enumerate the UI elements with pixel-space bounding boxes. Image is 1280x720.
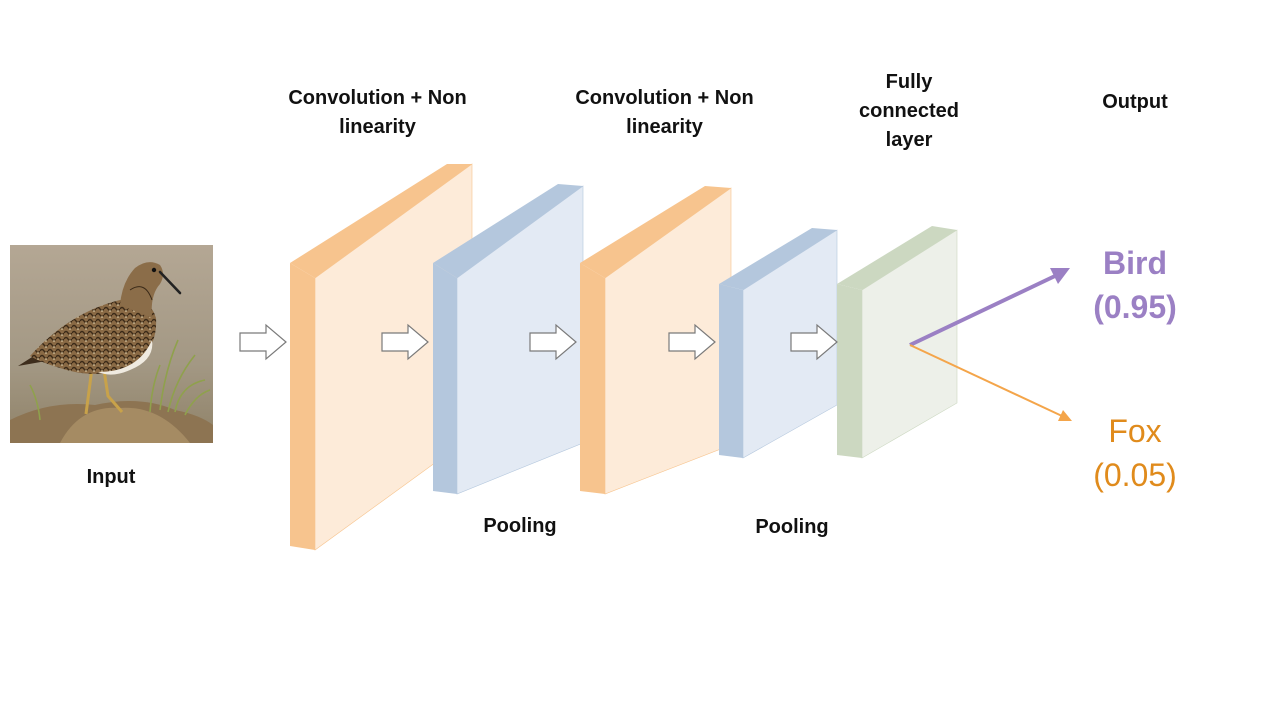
flow-arrow-1 (239, 323, 287, 361)
pool2-label: Pooling (755, 516, 829, 538)
pool-layer-1 (433, 184, 584, 495)
flow-arrow-3 (529, 323, 577, 361)
fox-output-arrow (909, 344, 1072, 421)
flow-arrow-4 (668, 323, 716, 361)
fc-layer (837, 226, 958, 459)
bird-output-arrow (909, 268, 1070, 347)
fox-output-text: Fox (0.05) (1093, 413, 1177, 493)
pool1-label: Pooling (483, 515, 557, 537)
input-label: Input (86, 466, 136, 488)
conv-layer-1 (290, 163, 473, 551)
fc-label: Fully connected layer (858, 71, 960, 151)
conv-layer-2 (580, 186, 732, 495)
conv1-label: Convolution + Non linearity (288, 87, 467, 138)
bird-output-text: Bird (0.95) (1093, 245, 1177, 325)
pool-layer-2 (719, 228, 838, 459)
conv2-label: Convolution + Non linearity (575, 87, 754, 138)
output-label: Output (1102, 91, 1168, 113)
flow-arrow-5 (790, 323, 838, 361)
flow-arrow-2 (381, 323, 429, 361)
input-bird-image (10, 245, 213, 443)
